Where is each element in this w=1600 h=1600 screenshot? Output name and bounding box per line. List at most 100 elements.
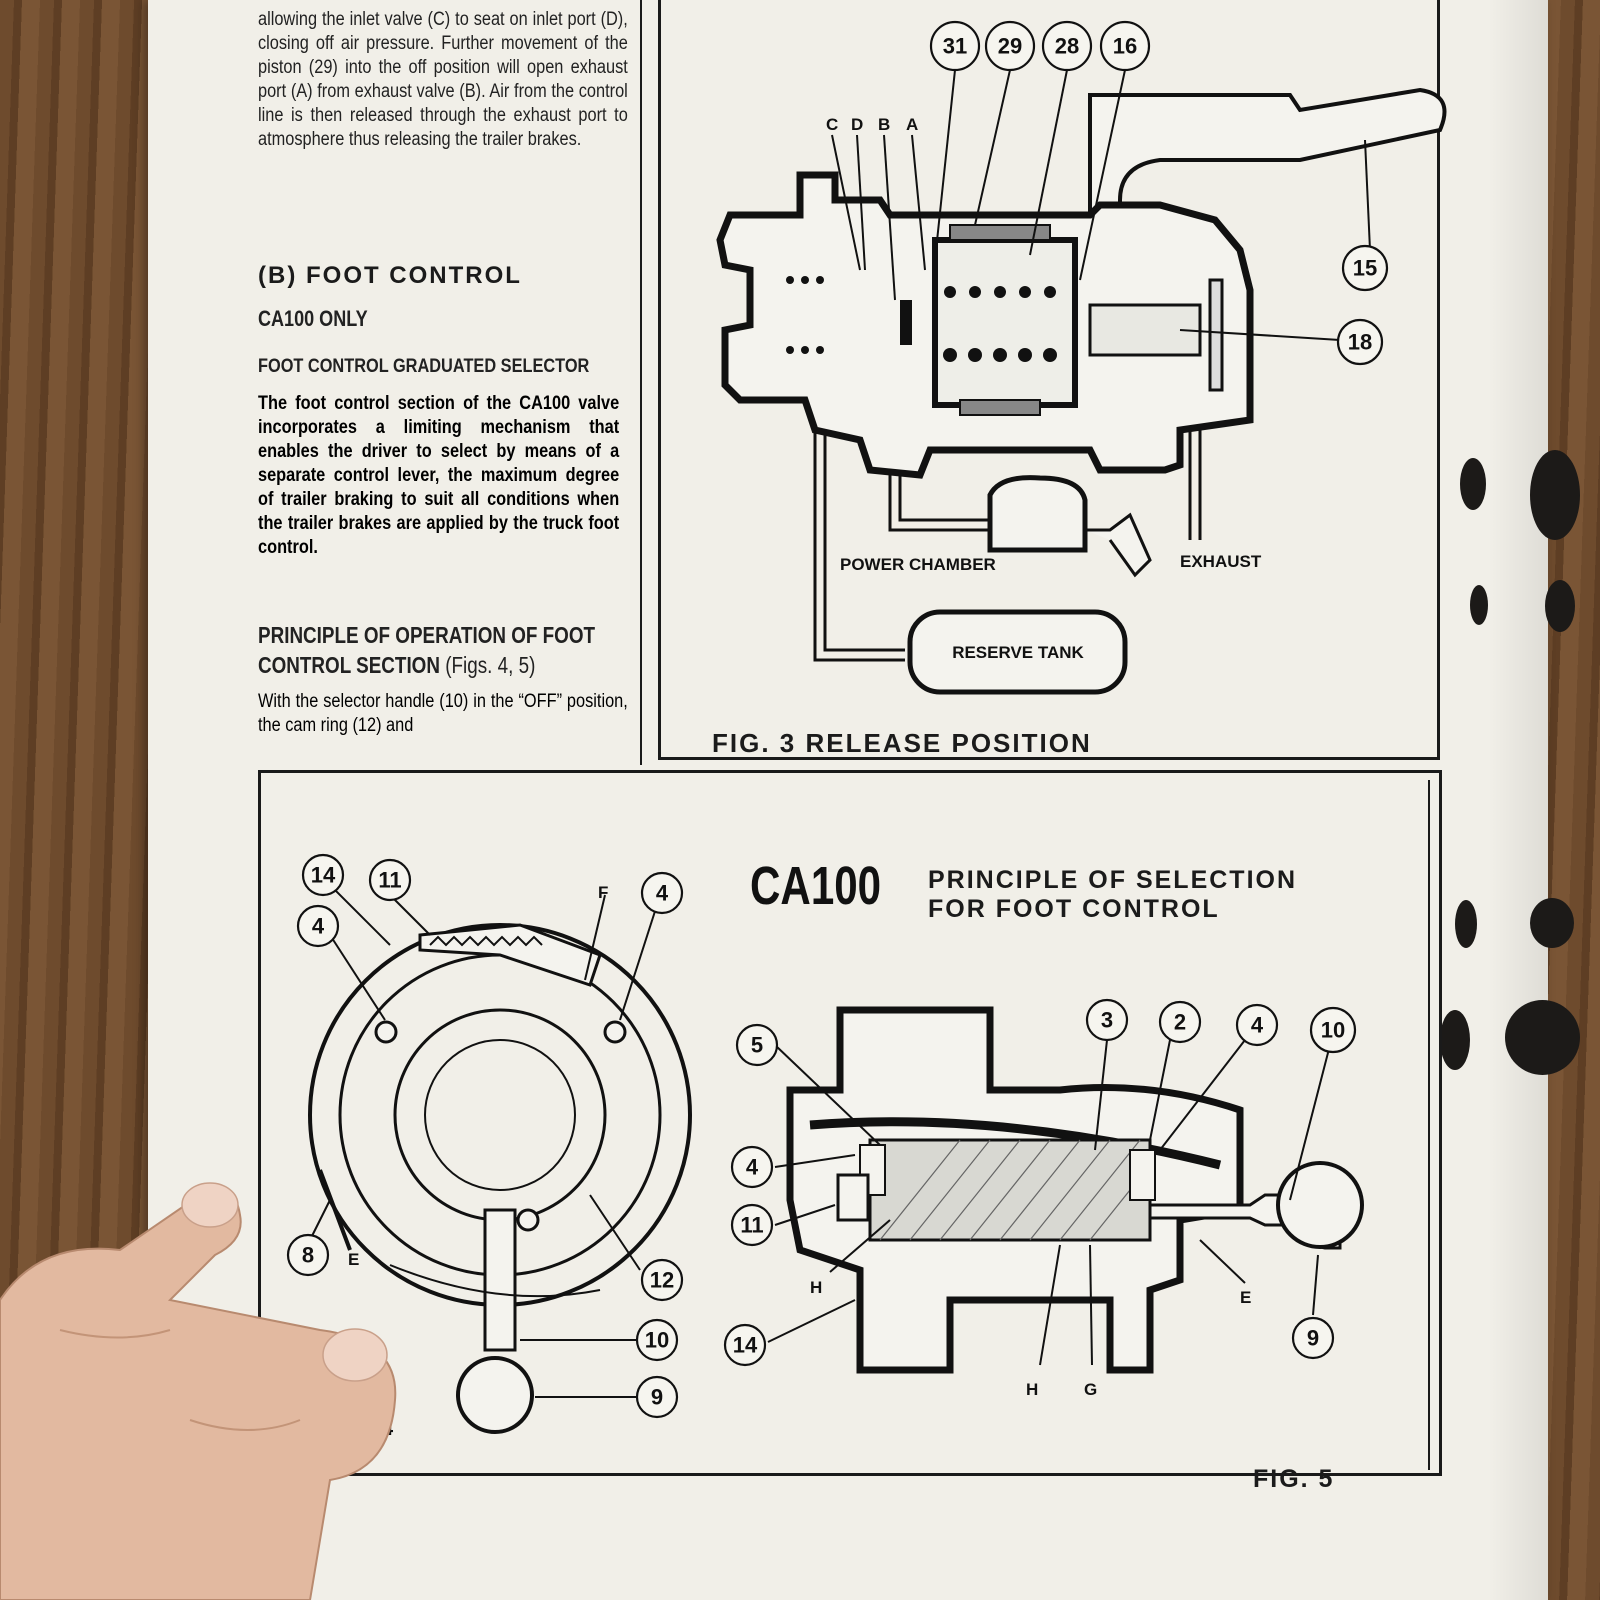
reserve-tank (907, 609, 1128, 695)
svg-text:5: 5 (751, 1033, 763, 1058)
punch-hole (1460, 458, 1486, 510)
callout-28 (1041, 20, 1093, 72)
fig3-caption: FIG. 3 RELEASE POSITION (712, 728, 1092, 758)
svg-text:4: 4 (1251, 1013, 1264, 1038)
selector-handle (483, 1208, 517, 1352)
svg-text:11: 11 (740, 1213, 763, 1238)
letter-h-left: H (810, 1278, 822, 1297)
callout-14 (723, 1323, 767, 1367)
selector-subheading: FOOT CONTROL GRADUATED SELECTOR (258, 356, 590, 377)
svg-text:31: 31 (943, 34, 967, 59)
selector-teeth (418, 923, 602, 987)
callout-4 (296, 904, 340, 948)
callout-9 (1291, 1316, 1335, 1360)
callout-14 (301, 853, 345, 897)
callout-11 (368, 858, 412, 902)
punch-hole (1505, 1000, 1580, 1075)
principle-heading-text: PRINCIPLE OF OPERATION OF FOOT CONTROL S… (258, 622, 596, 678)
exhaust-pipe (1188, 430, 1202, 540)
callout-4 (1235, 1003, 1279, 1047)
principle-paragraph: With the selector handle (10) in the “OF… (258, 691, 628, 736)
selector-paragraph: The foot control section of the CA100 va… (258, 393, 620, 558)
callout-10 (635, 1318, 679, 1362)
chamber-pipe (888, 470, 990, 532)
fingernail (322, 1328, 388, 1382)
spring-coils (786, 276, 1057, 362)
model-subheading: CA100 ONLY (258, 306, 368, 331)
fig5-diagram: F E 14 11 4 4 12 10 9 8 H E H G 5 3 2 (286, 853, 1364, 1434)
fig5-title-line2: FOR FOOT CONTROL (928, 895, 1220, 923)
svg-text:11: 11 (378, 868, 401, 893)
svg-text:9: 9 (1307, 1326, 1319, 1351)
fig3-letter-b: B (878, 115, 890, 134)
svg-text:15: 15 (1353, 256, 1377, 281)
svg-text:16: 16 (1113, 34, 1137, 59)
svg-text:14: 14 (311, 863, 336, 888)
svg-text:12: 12 (650, 1268, 674, 1293)
svg-text:10: 10 (645, 1328, 669, 1353)
piston-chamber (932, 237, 1078, 408)
callout-3 (1085, 998, 1129, 1042)
punch-hole (1470, 585, 1488, 625)
fig3-letter-c: C (826, 115, 838, 134)
section-heading: (B) FOOT CONTROL (258, 262, 522, 289)
svg-text:8: 8 (302, 1243, 314, 1268)
callout-15 (1341, 244, 1389, 292)
svg-text:10: 10 (1321, 1018, 1345, 1043)
selector-knob (456, 1356, 534, 1434)
fig5-title-line1: PRINCIPLE OF SELECTION (928, 866, 1298, 894)
callout-4 (640, 871, 684, 915)
fig3-frame (658, 0, 1440, 760)
svg-text:28: 28 (1055, 34, 1079, 59)
punch-hole (1545, 580, 1575, 632)
callout-18 (1336, 318, 1384, 366)
power-chamber (987, 475, 1088, 553)
callout-2 (1158, 1000, 1202, 1044)
callout-5 (735, 1023, 779, 1067)
svg-text:3: 3 (1101, 1008, 1113, 1033)
fig3-letter-d: D (851, 115, 863, 134)
letter-f: F (598, 883, 608, 902)
intro-paragraph: allowing the inlet valve (C) to seat on … (258, 9, 628, 150)
svg-text:14: 14 (733, 1333, 758, 1358)
letter-e-left: E (348, 1250, 359, 1269)
inner-ring (393, 1008, 607, 1222)
fig3-diagram: RESERVE TANK POWER CHAMBER EXHAUST C D B… (716, 20, 1447, 695)
punch-hole (1440, 1010, 1470, 1070)
fig5-caption: FIG. 5 (1253, 1465, 1335, 1493)
svg-text:4: 4 (312, 914, 325, 939)
supply-pipe (823, 430, 905, 652)
punch-hole (1530, 898, 1574, 948)
callout-12 (640, 1258, 684, 1302)
svg-text:29: 29 (998, 34, 1022, 59)
hand-shape (0, 1189, 397, 1600)
hand (0, 1182, 397, 1600)
punch-hole (1455, 900, 1477, 948)
letter-h-bottom: H (1026, 1380, 1038, 1399)
callout-4 (730, 1145, 774, 1189)
principle-heading: PRINCIPLE OF OPERATION OF FOOT CONTROL S… (258, 620, 611, 680)
letter-e-right: E (1240, 1288, 1251, 1307)
callout-10 (1309, 1006, 1357, 1054)
fig5-model: CA100 (750, 856, 882, 916)
svg-text:4: 4 (746, 1155, 759, 1180)
callout-29 (984, 20, 1036, 72)
callout-31 (929, 20, 981, 72)
thumbnail (181, 1182, 239, 1228)
callout-9 (635, 1375, 679, 1419)
svg-text:9: 9 (651, 1385, 663, 1410)
fig3-letter-a: A (906, 115, 918, 134)
power-chamber-label: POWER CHAMBER (840, 555, 996, 574)
letter-g: G (1084, 1380, 1097, 1399)
reserve-tank-label: RESERVE TANK (952, 643, 1084, 662)
svg-text:4: 4 (656, 881, 669, 906)
callout-11 (730, 1203, 774, 1247)
knob-9-section (1276, 1161, 1364, 1249)
callout-8 (286, 1233, 330, 1277)
fig5-frame (258, 770, 1442, 1476)
callout-16 (1099, 20, 1151, 72)
diaphragm (809, 1117, 1222, 1170)
lever-handle (1088, 87, 1447, 262)
punch-hole (1530, 450, 1580, 540)
svg-text:2: 2 (1174, 1010, 1186, 1035)
